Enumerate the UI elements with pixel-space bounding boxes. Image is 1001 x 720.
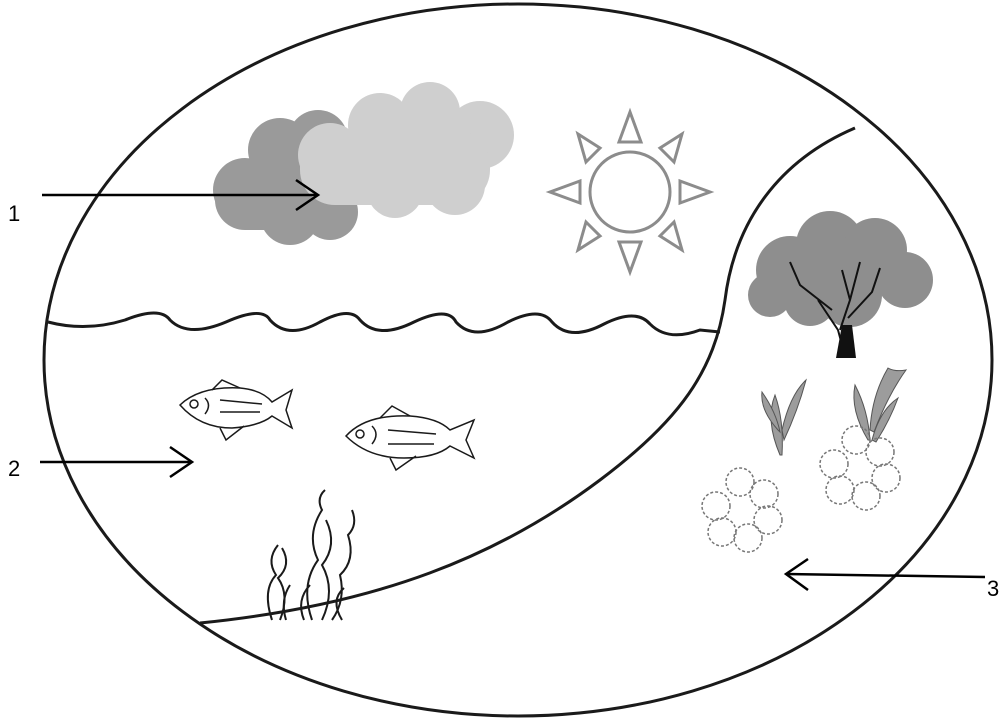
cloud-icon <box>213 82 514 245</box>
callout-label-2: 2 <box>8 458 20 480</box>
water-surface <box>48 313 720 335</box>
flower-icon <box>702 468 782 552</box>
seaweed-icon <box>268 490 354 620</box>
plant-icon <box>854 368 906 442</box>
callout-label-3: 3 <box>987 578 999 600</box>
plant-icon <box>762 380 806 455</box>
fish-icon <box>346 406 474 470</box>
sun-icon <box>550 112 710 272</box>
arrow-icon <box>40 447 192 477</box>
ecosystem-boundary <box>44 4 992 716</box>
callout-label-1: 1 <box>8 203 20 225</box>
flower-icon <box>820 426 900 510</box>
tree-icon <box>748 211 933 358</box>
fish-icon <box>180 380 292 440</box>
